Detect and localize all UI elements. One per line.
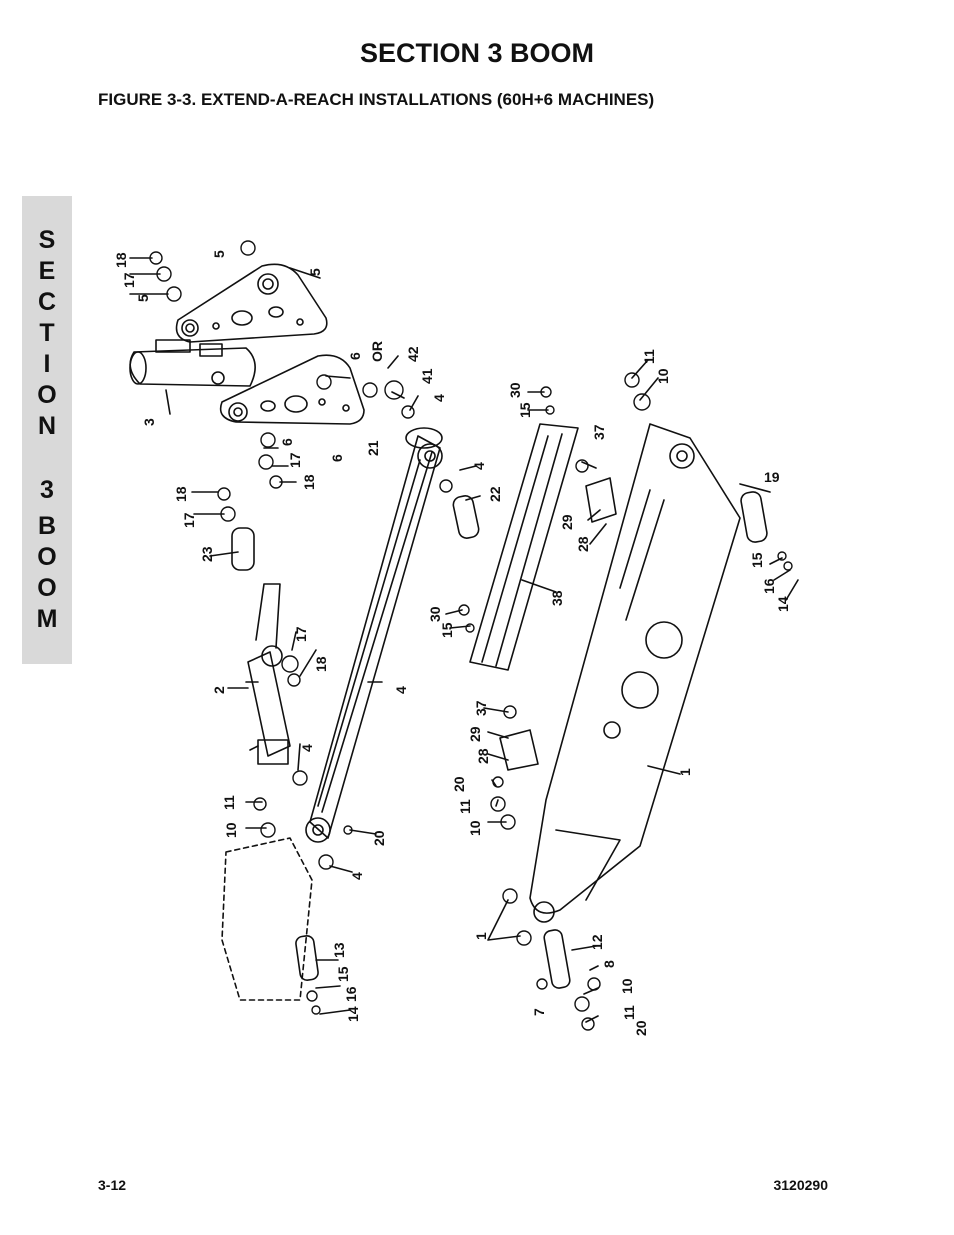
callout-23: 23 — [199, 546, 215, 562]
tab-letter: 3 — [40, 476, 54, 504]
tab-letter: I — [43, 350, 51, 378]
callout-38: 38 — [549, 590, 565, 606]
callout-4: 4 — [393, 686, 409, 694]
callout-6: 6 — [329, 454, 345, 462]
clamp-28-29-upper — [585, 477, 617, 523]
callout-or: OR — [369, 341, 385, 362]
tab-letter: O — [37, 574, 57, 602]
callout-2: 2 — [211, 686, 227, 694]
tab-letter: O — [37, 543, 57, 571]
callout-10: 10 — [619, 978, 635, 994]
callout-28: 28 — [575, 536, 591, 552]
callout-18: 18 — [113, 252, 129, 268]
callout-21: 21 — [365, 440, 381, 456]
callout-18: 18 — [301, 474, 317, 490]
upper-cylinder — [129, 347, 256, 387]
callout-5: 5 — [135, 294, 151, 302]
callout-42: 42 — [405, 346, 421, 362]
callout-1: 1 — [473, 932, 489, 940]
callout-11: 11 — [221, 795, 237, 810]
callout-28: 28 — [475, 748, 491, 764]
callout-30: 30 — [507, 382, 523, 398]
callout-17: 17 — [287, 452, 303, 468]
callout-4: 4 — [349, 872, 365, 880]
section-title: SECTION 3 BOOM — [359, 38, 595, 68]
callout-4: 4 — [299, 744, 315, 752]
callout-15: 15 — [517, 402, 533, 418]
frame-bracket — [221, 837, 313, 1001]
clamp-28-29-lower — [499, 729, 539, 771]
callout-20: 20 — [371, 830, 387, 846]
callout-8: 8 — [601, 960, 617, 968]
callout-19: 19 — [764, 469, 780, 485]
callout-29: 29 — [559, 514, 575, 530]
pin-23 — [231, 527, 255, 571]
callout-14: 14 — [775, 596, 791, 612]
tab-letter: M — [36, 605, 58, 633]
callout-5: 5 — [307, 268, 323, 276]
callout-29: 29 — [467, 726, 483, 742]
callout-13: 13 — [331, 942, 347, 958]
callout-41: 41 — [419, 368, 435, 384]
callout-16: 16 — [761, 578, 777, 594]
lower-link-plate — [219, 354, 365, 425]
callout-37: 37 — [591, 424, 607, 440]
callout-30: 30 — [427, 606, 443, 622]
upper-link-plate — [175, 263, 328, 343]
callout-17: 17 — [181, 512, 197, 528]
tab-letter: S — [38, 226, 56, 254]
callout-6: 6 — [347, 352, 363, 360]
callout-18: 18 — [313, 656, 329, 672]
page-number: 3-12 — [98, 1177, 127, 1193]
callout-14: 14 — [345, 1006, 361, 1022]
callout-10: 10 — [223, 822, 239, 838]
pin-22 — [452, 495, 480, 539]
callout-16: 16 — [343, 986, 359, 1002]
callout-3: 3 — [141, 418, 157, 426]
callout-15: 15 — [749, 552, 765, 568]
document-number: 3120290 — [773, 1177, 828, 1193]
callout-11: 11 — [457, 799, 473, 814]
callout-1: 1 — [677, 768, 693, 776]
tab-letter: C — [37, 288, 57, 316]
callout-15: 15 — [335, 966, 351, 982]
tab-letter: T — [39, 319, 55, 347]
tab-letter: O — [37, 381, 57, 409]
tab-letter: N — [37, 412, 57, 440]
tab-letter: E — [38, 257, 56, 285]
callout-20: 20 — [633, 1020, 649, 1036]
callout-6: 6 — [279, 438, 295, 446]
callout-15: 15 — [439, 622, 455, 638]
callout-10: 10 — [467, 820, 483, 836]
pin-19 — [740, 491, 768, 543]
pin-12 — [543, 929, 571, 989]
callout-18: 18 — [173, 486, 189, 502]
callout-5: 5 — [211, 250, 227, 258]
figure-title: FIGURE 3-3. EXTEND-A-REACH INSTALLATIONS… — [98, 90, 655, 109]
callout-22: 22 — [487, 486, 503, 502]
callout-12: 12 — [589, 934, 605, 950]
callout-10: 10 — [655, 368, 671, 384]
callout-7: 7 — [531, 1008, 547, 1016]
main-boom-1 — [529, 423, 741, 914]
callout-4: 4 — [471, 462, 487, 470]
tab-letter: B — [37, 512, 57, 540]
callout-37: 37 — [473, 700, 489, 716]
callout-20: 20 — [451, 776, 467, 792]
callout-11: 11 — [641, 349, 657, 364]
callout-17: 17 — [121, 272, 137, 288]
section-side-tab: S E C T I O N 3 B O O M — [22, 196, 72, 664]
callout-4: 4 — [431, 394, 447, 402]
channel-38 — [469, 423, 579, 671]
callout-11: 11 — [621, 1005, 637, 1020]
callout-17: 17 — [293, 626, 309, 642]
pin-13 — [295, 935, 319, 981]
